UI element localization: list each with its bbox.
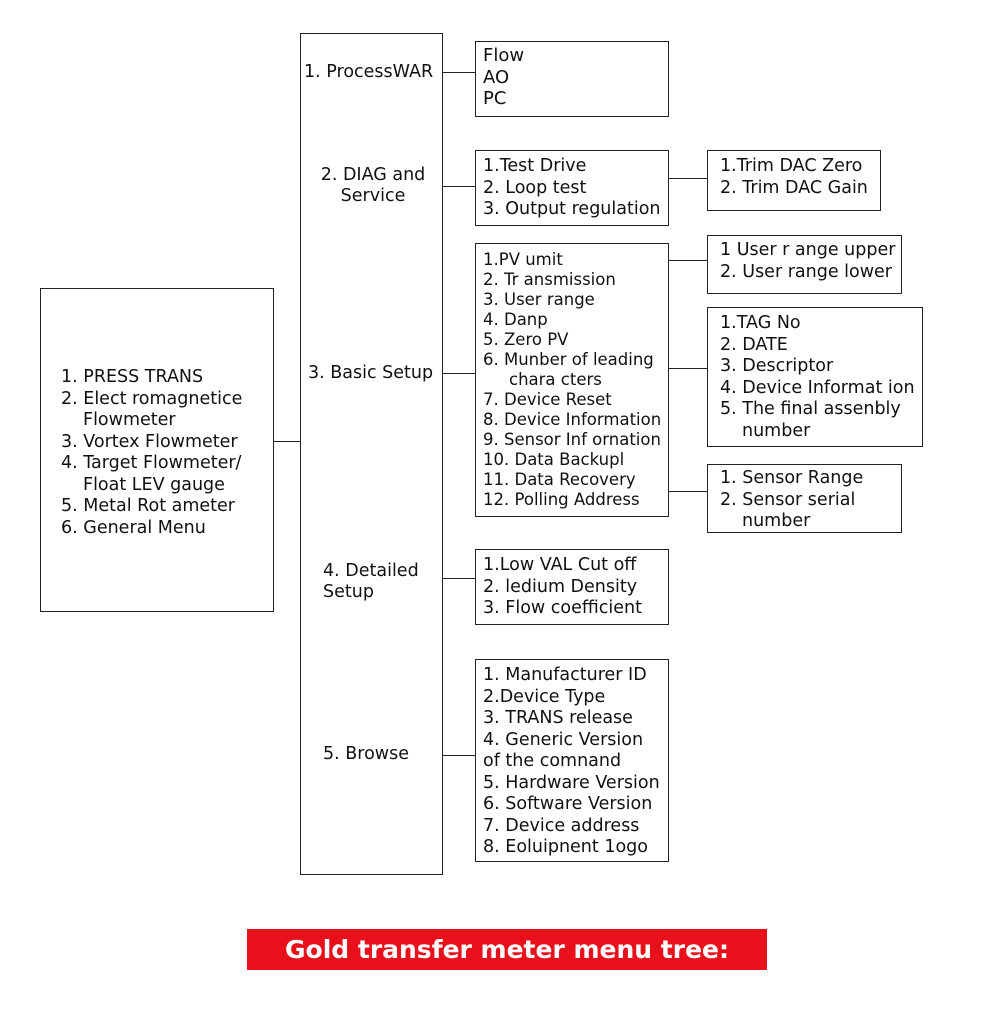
list-item: 2. Tr ansmission: [483, 270, 616, 289]
connector-device-info-sub: [669, 368, 707, 369]
list-item: 11. Data Recovery: [483, 470, 636, 489]
section-process-war: 1. ProcessWAR: [304, 62, 433, 83]
list-item: 2. ledium Density: [483, 576, 638, 597]
list-item: 1. Sensor Range: [720, 468, 864, 488]
section-label: 2. DIAG and: [320, 165, 426, 185]
list-item: 2. DATE: [720, 334, 788, 355]
main-menu-item: 6. General Menu: [61, 517, 206, 538]
list-item: 6. Munber of leading: [483, 350, 654, 369]
list-item: 2. Sensor serial: [720, 489, 856, 510]
list-item: AO: [483, 66, 510, 88]
list-item: 5. The final assenbly: [720, 399, 901, 419]
list-item-cont: number: [742, 511, 811, 531]
diag-sub-box: 1.Trim DAC Zero 2. Trim DAC Gain: [707, 150, 881, 211]
list-item-cont: of the comnand: [483, 751, 622, 771]
list-item: 1.Test Drive: [483, 156, 587, 176]
section-detailed-setup: 4. Detailed Setup: [323, 561, 419, 603]
list-item: 1.Low VAL Cut off: [483, 555, 637, 575]
main-menu-item: 1. PRESS TRANS: [61, 367, 204, 387]
list-item: 8. Eoluipnent 1ogo: [483, 837, 648, 857]
connector-browse: [443, 755, 475, 756]
section-diag-service: 2. DIAG and Service: [304, 165, 442, 207]
list-item: 2. Trim DAC Gain: [720, 177, 868, 198]
list-item: 1. Manufacturer ID: [483, 665, 647, 685]
list-item: 3. User range: [483, 290, 595, 309]
list-item: 4. Generic Version: [483, 729, 644, 750]
list-item: 3. Descriptor: [720, 356, 834, 376]
list-item: 3. Output regulation: [483, 199, 661, 219]
list-item: 6. Software Version: [483, 794, 653, 814]
list-item: Flow: [483, 45, 525, 66]
section-label: 3. Basic Setup: [308, 363, 434, 383]
list-item-cont: number: [742, 420, 811, 441]
basic-setup-box: 1.PV umit 2. Tr ansmission 3. User range…: [475, 243, 669, 517]
list-item: 12. Polling Address: [483, 490, 640, 509]
connector-sensor-info-sub: [669, 491, 707, 492]
connector-main-spine: [274, 441, 300, 442]
browse-box: 1. Manufacturer ID 2.Device Type 3. TRAN…: [475, 659, 669, 862]
section-spine-box: [300, 33, 443, 875]
list-item: 4. Danp: [483, 310, 548, 329]
list-item: 7. Device address: [483, 815, 640, 836]
main-menu-box: 1. PRESS TRANS 2. Elect romagnetice Flow…: [40, 288, 274, 612]
list-item: 2. User range lower: [720, 261, 893, 282]
connector-detailed-setup: [443, 578, 475, 579]
list-item: 1.TAG No: [720, 313, 801, 333]
main-menu-item: 4. Target Flowmeter/: [61, 453, 242, 473]
list-item: 7. Device Reset: [483, 390, 612, 409]
list-item: 9. Sensor Inf ornation: [483, 430, 661, 449]
connector-user-range-sub: [669, 260, 707, 261]
list-item: 2. Loop test: [483, 177, 587, 198]
main-menu-item-cont: Flowmeter: [83, 410, 176, 430]
footer-banner: Gold transfer meter menu tree:: [247, 929, 767, 970]
main-menu-item: 5. Metal Rot ameter: [61, 496, 236, 516]
connector-basic-setup: [443, 373, 475, 374]
section-label: Service: [340, 186, 406, 206]
list-item: 1.PV umit: [483, 250, 563, 269]
connector-diag: [443, 186, 475, 187]
section-browse: 5. Browse: [323, 744, 409, 765]
process-war-box: Flow AO PC: [475, 41, 669, 117]
sensor-info-sub-box: 1. Sensor Range 2. Sensor serial number: [707, 464, 902, 533]
list-item: PC: [483, 88, 507, 109]
diag-service-box: 1.Test Drive 2. Loop test 3. Output regu…: [475, 150, 669, 226]
section-label: 5. Browse: [323, 744, 409, 764]
list-item: 10. Data Backupl: [483, 450, 625, 469]
list-item: 1.Trim DAC Zero: [720, 156, 863, 176]
main-menu-item-cont: Float LEV gauge: [83, 474, 225, 495]
list-item: 8. Device Information: [483, 410, 662, 429]
list-item: 3. TRANS release: [483, 708, 633, 728]
main-menu-item: 3. Vortex Flowmeter: [61, 431, 238, 452]
list-item: 1 User r ange upper: [720, 240, 896, 260]
section-basic-setup: 3. Basic Setup: [308, 363, 433, 384]
list-item: 5. Zero PV: [483, 330, 569, 349]
main-menu-item: 2. Elect romagnetice: [61, 388, 243, 409]
list-item: 5. Hardware Version: [483, 772, 660, 793]
section-label: 1. ProcessWAR: [304, 62, 434, 82]
section-label: 4. Detailed: [323, 561, 419, 581]
detailed-setup-box: 1.Low VAL Cut off 2. ledium Density 3. F…: [475, 549, 669, 625]
device-info-sub-box: 1.TAG No 2. DATE 3. Descriptor 4. Device…: [707, 307, 923, 447]
list-item: 4. Device Informat ion: [720, 377, 915, 398]
list-item-cont: chara cters: [509, 370, 602, 389]
list-item: 3. Flow coefficient: [483, 598, 642, 618]
connector-process-war: [443, 72, 475, 73]
list-item: 2.Device Type: [483, 686, 606, 707]
user-range-sub-box: 1 User r ange upper 2. User range lower: [707, 235, 902, 294]
section-label: Setup: [323, 582, 374, 602]
connector-diag-sub: [669, 178, 707, 179]
